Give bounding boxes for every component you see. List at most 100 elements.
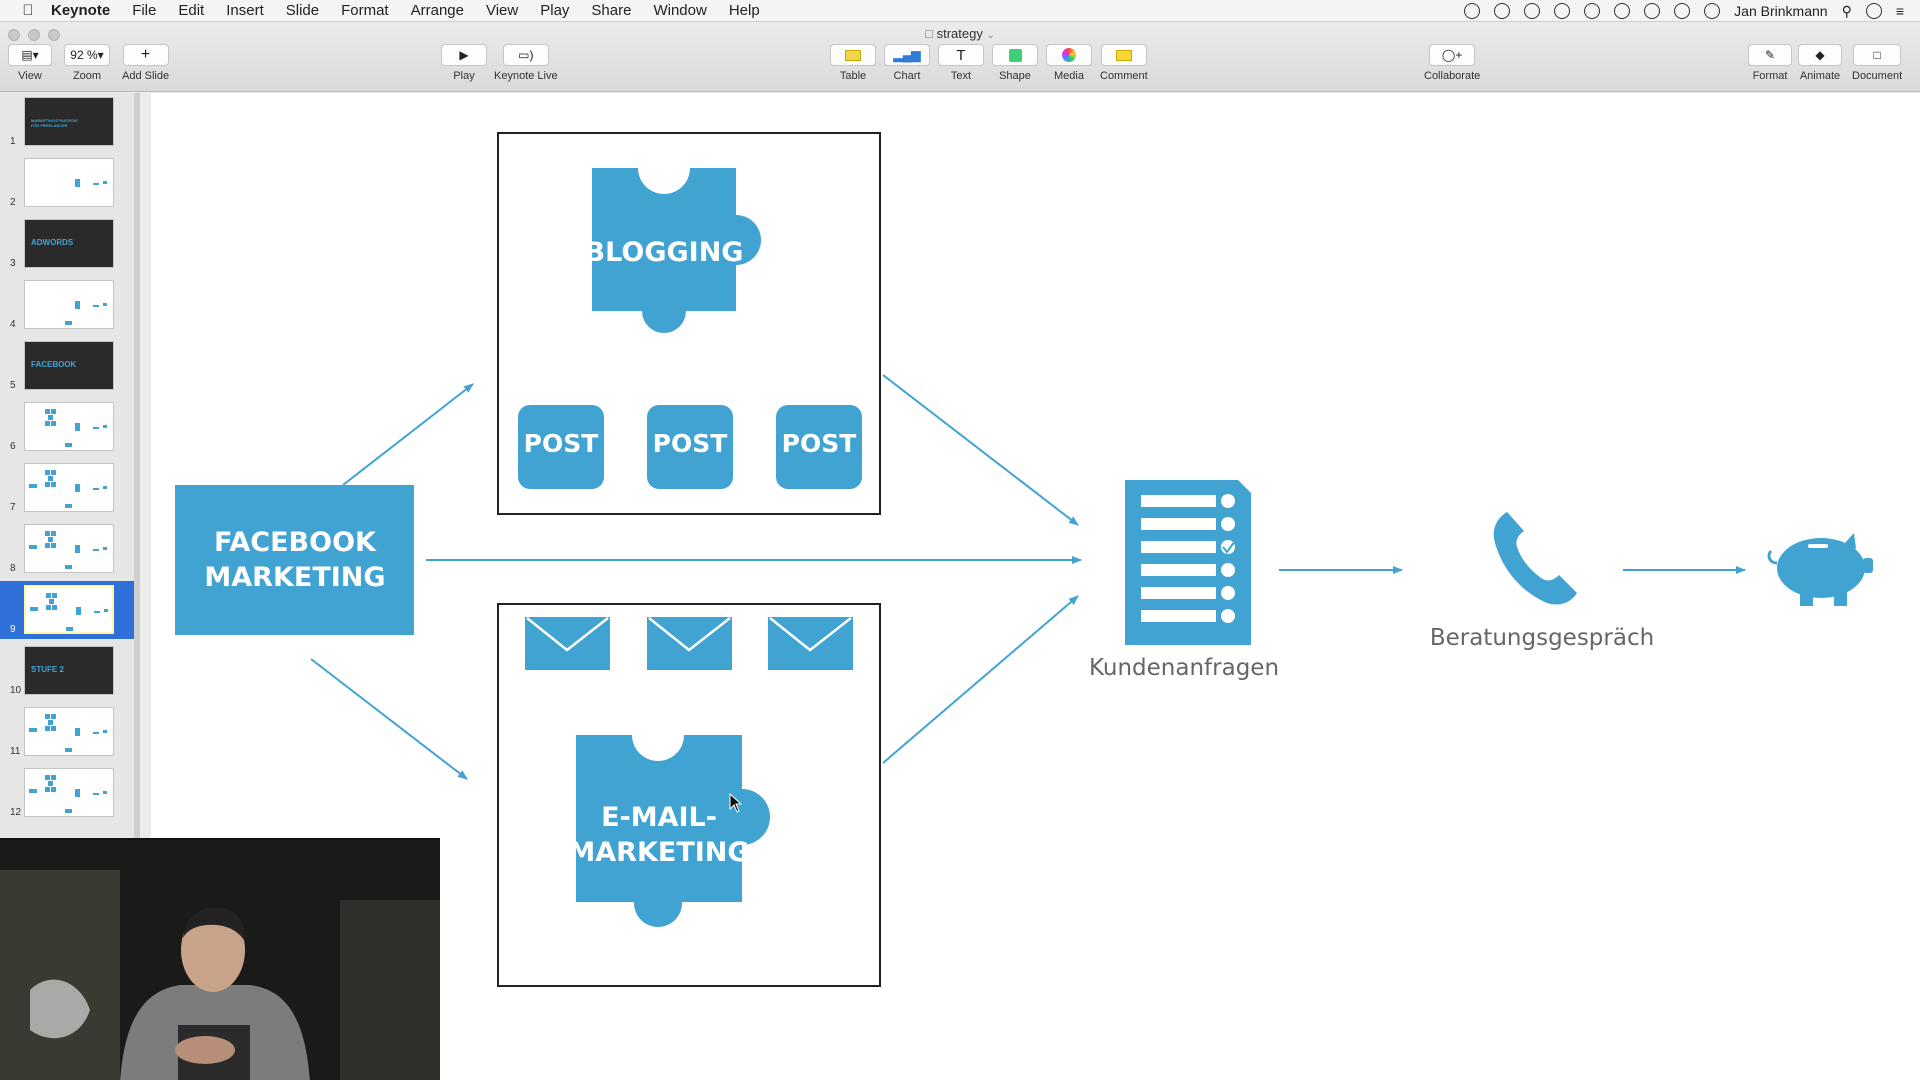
slide-thumbnail-11[interactable]: 11 xyxy=(0,703,134,761)
status-time-machine-icon[interactable] xyxy=(1704,3,1721,19)
slide-number: 3 xyxy=(10,258,16,269)
email-marketing-group[interactable]: E-MAIL- MARKETING xyxy=(497,603,881,987)
slide-number: 8 xyxy=(10,563,16,574)
status-sync-icon[interactable] xyxy=(1524,3,1541,19)
menu-play[interactable]: Play xyxy=(540,2,570,19)
collaborate-icon: ◯+ xyxy=(1429,44,1476,66)
slide-preview-shape xyxy=(103,303,107,306)
apple-menu-icon[interactable]:  xyxy=(16,2,40,19)
envelope-icon xyxy=(647,617,732,670)
format-button[interactable]: ✎ Format xyxy=(1748,44,1792,82)
slide-preview-shape xyxy=(45,409,50,414)
menu-share[interactable]: Share xyxy=(591,2,632,19)
beratungsgespraech-group[interactable]: Beratungsgespräch xyxy=(1430,512,1654,651)
view-button[interactable]: ▤▾ View xyxy=(8,44,52,82)
media-button[interactable]: Media xyxy=(1046,44,1092,82)
close-window-button[interactable] xyxy=(8,29,20,41)
slide-preview-shape xyxy=(65,565,72,569)
play-button[interactable]: ▶ Play xyxy=(441,44,487,82)
menu-file[interactable]: File xyxy=(132,2,157,19)
slide-thumbnail-7[interactable]: 7 xyxy=(0,459,134,517)
chart-button[interactable]: ▂▄▆ Chart xyxy=(884,44,930,82)
status-cloud-icon[interactable] xyxy=(1494,3,1511,19)
slide-preview-shape xyxy=(52,593,57,598)
document-file-icon: □ xyxy=(925,26,933,41)
document-title[interactable]: □ strategy ⌄ xyxy=(925,26,995,41)
zoom-window-button[interactable] xyxy=(48,29,60,41)
slide-preview: FACEBOOK xyxy=(24,341,114,390)
slide-number: 1 xyxy=(10,136,16,147)
menu-app-name[interactable]: Keynote xyxy=(51,2,111,19)
text-button[interactable]: T Text xyxy=(938,44,984,82)
piggy-bank-icon[interactable] xyxy=(1767,533,1873,606)
status-lock-icon[interactable] xyxy=(1584,3,1601,19)
table-button[interactable]: Table xyxy=(830,44,876,82)
blogging-group[interactable]: BLOGGING POST POST POST xyxy=(497,132,881,515)
post-tile-3[interactable]: POST xyxy=(776,405,862,489)
slide-number: 12 xyxy=(10,807,22,818)
menu-user-name[interactable]: Jan Brinkmann xyxy=(1734,3,1828,19)
menu-insert[interactable]: Insert xyxy=(226,2,264,19)
status-airplay-icon[interactable] xyxy=(1674,3,1691,19)
slide-preview-shape xyxy=(48,720,53,725)
slide-preview-shape xyxy=(51,726,56,731)
status-camera-icon[interactable] xyxy=(1644,3,1661,19)
slide-thumbnail-8[interactable]: 8 xyxy=(0,520,134,578)
add-slide-button[interactable]: + Add Slide xyxy=(122,44,170,82)
post-tile-2[interactable]: POST xyxy=(647,405,733,489)
shape-button[interactable]: Shape xyxy=(992,44,1038,82)
siri-icon[interactable] xyxy=(1865,3,1882,19)
comment-button[interactable]: Comment xyxy=(1100,44,1148,82)
slide-preview-title: FACEBOOK xyxy=(31,360,77,369)
slide-preview-shape xyxy=(75,484,80,492)
spotlight-icon[interactable]: ⚲ xyxy=(1841,2,1852,19)
document-button[interactable]: □ Document xyxy=(1852,44,1902,82)
play-icon: ▶ xyxy=(441,44,487,66)
menu-bar:  Keynote File Edit Insert Slide Format … xyxy=(0,0,1920,22)
slide-preview-shape xyxy=(65,748,72,752)
menu-help[interactable]: Help xyxy=(728,2,760,19)
post-tile-1[interactable]: POST xyxy=(518,405,604,489)
notification-center-icon[interactable]: ≡ xyxy=(1895,3,1904,19)
slide-preview-shape xyxy=(75,179,80,187)
kundenanfragen-group[interactable]: Kundenanfragen xyxy=(1089,480,1279,681)
menu-arrange[interactable]: Arrange xyxy=(410,2,464,19)
menu-slide[interactable]: Slide xyxy=(285,2,320,19)
status-record-icon[interactable] xyxy=(1464,3,1481,19)
zoom-button[interactable]: 92 %▾ Zoom xyxy=(64,44,110,82)
slide-preview-shape xyxy=(75,301,80,309)
facebook-marketing-box[interactable]: FACEBOOK MARKETING xyxy=(175,485,414,635)
slide-thumbnail-4[interactable]: 4 xyxy=(0,276,134,334)
slide-preview: ADWORDS xyxy=(24,219,114,268)
blogging-frame xyxy=(497,132,881,515)
menu-view[interactable]: View xyxy=(485,2,519,19)
keynote-live-button[interactable]: ▭) Keynote Live xyxy=(494,44,558,82)
slide-thumbnail-6[interactable]: 6 xyxy=(0,398,134,456)
collaborate-button[interactable]: ◯+ Collaborate xyxy=(1424,44,1480,82)
animate-button[interactable]: ◆ Animate xyxy=(1798,44,1842,82)
status-plus-icon[interactable] xyxy=(1614,3,1631,19)
slide-thumbnail-2[interactable]: 2 xyxy=(0,154,134,212)
slide-thumbnail-12[interactable]: 12 xyxy=(0,764,134,822)
email-marketing-line2: MARKETING xyxy=(568,837,749,868)
menu-window[interactable]: Window xyxy=(653,2,707,19)
flow-arrows xyxy=(310,374,1746,780)
slide-number: 2 xyxy=(10,197,16,208)
slide-preview-shape xyxy=(103,547,107,550)
slide-preview-shape xyxy=(45,531,50,536)
slide-preview xyxy=(24,280,114,329)
status-info-icon[interactable] xyxy=(1554,3,1571,19)
post-label-2: POST xyxy=(653,429,728,458)
slide-preview-shape xyxy=(75,789,80,797)
slide-thumbnail-3[interactable]: 3 ADWORDS xyxy=(0,215,134,273)
menu-format[interactable]: Format xyxy=(341,2,389,19)
menu-edit[interactable]: Edit xyxy=(178,2,205,19)
slide-thumbnail-9[interactable]: 9 xyxy=(0,581,134,639)
slide-canvas[interactable]: FACEBOOK MARKETING BLOGGING POST POST xyxy=(151,93,1920,1080)
minimize-window-button[interactable] xyxy=(28,29,40,41)
window-toolbar: □ strategy ⌄ ▤▾ View 92 %▾ Zoom + Add Sl… xyxy=(0,22,1920,92)
